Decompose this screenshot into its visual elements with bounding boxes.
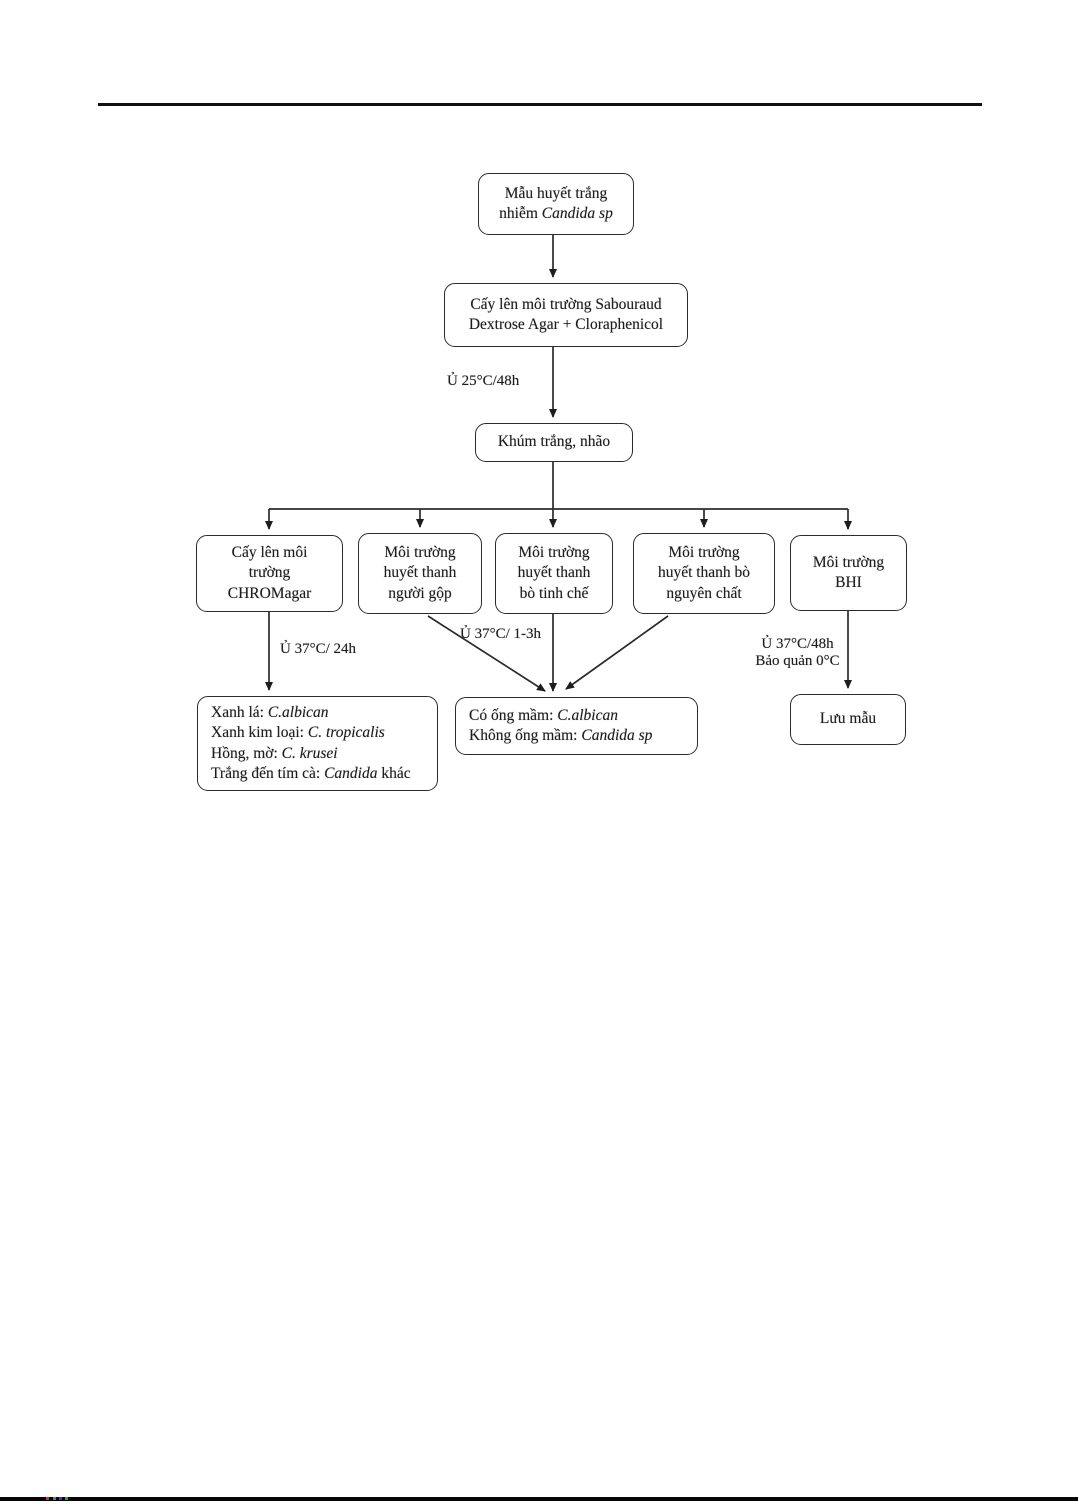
- scan-speck: [53, 1497, 56, 1500]
- edge-label-incubate-25c: Ủ 25°C/48h: [447, 373, 520, 389]
- arrow-pooled-serum-to-germ-tube: [427, 615, 546, 692]
- scan-speck: [46, 1497, 49, 1500]
- edge-label-incubate-37c-48h: Ủ 37°C/48h Bảo quản 0°C: [715, 636, 880, 670]
- arrow-pure-serum-to-germ-tube: [565, 615, 669, 690]
- node-colony: Khúm trắng, nhão: [475, 423, 633, 462]
- edge-label-incubate-37c-48h-line1: Ủ 37°C/48h: [761, 636, 834, 652]
- edge-label-incubate-37c-1-3h: Ủ 37°C/ 1-3h: [460, 626, 541, 642]
- edge-label-incubate-37c-24h: Ủ 37°C/ 24h: [280, 641, 357, 657]
- edge-label-store-0c: Bảo quản 0°C: [755, 653, 840, 669]
- scan-speck: [59, 1497, 62, 1500]
- node-store-sample: Lưu mẫu: [790, 694, 906, 745]
- page-header-rule: [98, 103, 982, 106]
- scan-speck: [65, 1497, 68, 1500]
- page-bottom-edge: [0, 1497, 1078, 1501]
